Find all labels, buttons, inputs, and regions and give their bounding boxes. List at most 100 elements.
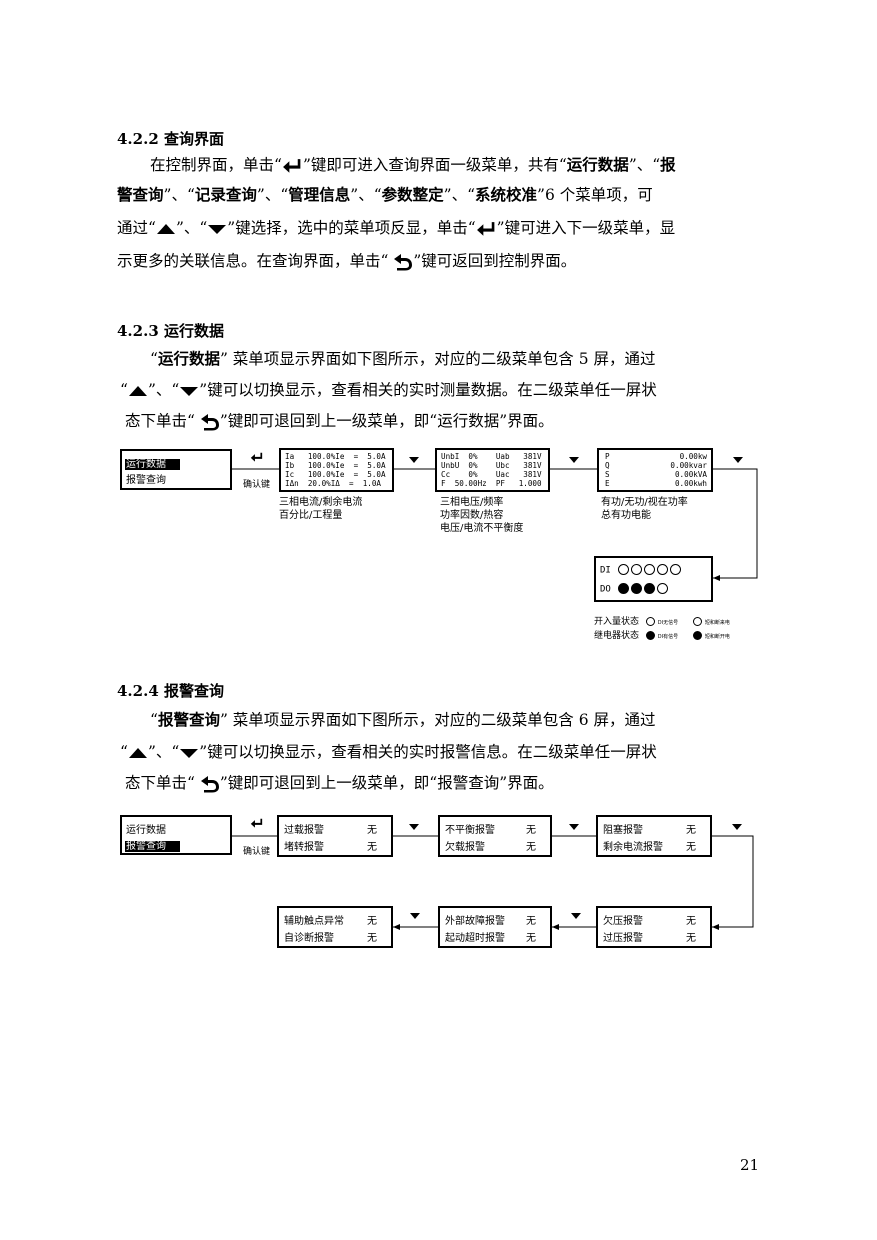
alarm-label: 过载报警 <box>284 825 324 836</box>
alarm-row: 阻塞报警无 <box>603 821 710 836</box>
alarm-label: 过压报警 <box>603 933 643 944</box>
alarm-row: 辅助触点异常 无 <box>284 912 391 927</box>
down-key-icon <box>207 223 227 235</box>
paragraph-4-2-4-line-1: “报警查询” 菜单项显示界面如下图所示，对应的二级菜单包含 6 屏，通过 <box>150 711 656 729</box>
alarm-row: 堵转报警 无 <box>284 838 391 853</box>
legend-open-circle <box>692 617 702 626</box>
alarm-row: 自诊断报警 无 <box>284 929 391 944</box>
paragraph-4-2-2-line-4: 示更多的关联信息。在查询界面，单击“ ”键可返回到控制界面。 <box>117 252 577 271</box>
legend-open-circle <box>645 617 655 626</box>
paragraph-4-2-2-line-2: 警查询”、“记录查询”、“管理信息”、“参数整定”、“系统校准”6 个菜单项，可 <box>117 186 653 204</box>
menu-item-alarm-query: 报警查询 <box>126 475 166 486</box>
caption-power: 有功/无功/视在功率总有功电能 <box>601 497 688 521</box>
alarm-screen-1: 过载报警无堵转报警无 <box>277 815 393 857</box>
menu-screen-run-data: 运行数据 报警查询 <box>120 449 232 490</box>
alarm-status: 无 <box>526 916 536 927</box>
back-key-icon <box>200 413 220 431</box>
paragraph-4-2-3-line-1: “运行数据” 菜单项显示界面如下图所示，对应的二级菜单包含 5 屏，通过 <box>150 350 656 368</box>
alarm-status: 无 <box>686 825 696 836</box>
enter-key-icon <box>250 818 264 829</box>
menu-item-alarm-query-selected: 报警查询 <box>125 841 180 852</box>
screen-three-phase-current: Ia 100.0%Ie = 5.0A Ib 100.0%Ie = 5.0A Ic… <box>279 448 394 492</box>
enter-key-caption: 确认键 <box>243 847 271 857</box>
alarm-row: 过载报警 无 <box>284 821 391 836</box>
legend-filled-circle <box>645 631 655 640</box>
alarm-row: 不平衡报警 无 <box>445 821 550 836</box>
di-off-indicator <box>644 564 656 575</box>
do-on-indicator <box>631 583 643 594</box>
section-heading-4-2-2: 4.2.2 查询界面 <box>117 130 224 148</box>
current-line-idn: IΔn 20.0%IΔ = 1.0A <box>285 479 382 488</box>
enter-key-icon <box>476 221 497 238</box>
alarm-label: 不平衡报警 <box>445 825 495 836</box>
alarm-label: 辅助触点异常 <box>284 916 344 927</box>
voltage-line-2: UnbU 0% Ubc 381V <box>441 461 542 470</box>
up-key-icon <box>128 747 148 759</box>
section-heading-4-2-3: 4.2.3 运行数据 <box>117 322 224 340</box>
paragraph-4-2-3-line-3: 态下单击“ ”键即可退回到上一级菜单，即“运行数据”界面。 <box>125 412 554 431</box>
do-off-indicator <box>657 583 669 594</box>
voltage-line-1: UnbI 0% Uab 381V <box>441 452 542 461</box>
paragraph-4-2-3-line-2: “”、“”键可以切换显示，查看相关的实时测量数据。在二级菜单任一屏状 <box>120 381 657 399</box>
alarm-row: 剩余电流报警 无 <box>603 838 710 853</box>
alarm-status: 无 <box>686 842 696 853</box>
page-number: 21 <box>740 1156 760 1174</box>
alarm-status: 无 <box>367 916 377 927</box>
caption-voltage: 三相电压/频率功率因数/热容电压/电流不平衡度 <box>440 497 524 534</box>
paragraph-4-2-2-line-1: 在控制界面，单击“”键即可进入查询界面一级菜单，共有“运行数据”、“报 <box>150 156 676 175</box>
alarm-screen-3: 阻塞报警无剩余电流报警 无 <box>596 815 712 857</box>
menu-item-run-data-selected: 运行数据 <box>125 459 180 470</box>
alarm-screen-4: 欠压报警无过压报警无 <box>596 906 712 948</box>
alarm-label: 欠压报警 <box>603 916 643 927</box>
do-row: DO <box>600 583 670 595</box>
alarm-status: 无 <box>526 825 536 836</box>
screen-three-phase-voltage: UnbI 0% Uab 381V UnbU 0% Ubc 381V Cc 0% … <box>435 448 550 492</box>
alarm-label: 堵转报警 <box>284 842 324 853</box>
alarm-status: 无 <box>367 842 377 853</box>
back-key-icon <box>200 775 220 793</box>
do-on-indicator <box>644 583 656 594</box>
alarm-label: 剩余电流报警 <box>603 842 663 853</box>
alarm-row: 外部故障报警 无 <box>445 912 550 927</box>
menu-item-run-data: 运行数据 <box>126 825 166 836</box>
legend-row-di: 开入量状态 DI无信号 短和断来电 <box>594 617 730 627</box>
enter-key-icon <box>250 452 264 463</box>
paragraph-4-2-2-line-3: 通过“”、“”键选择，选中的菜单项反显，单击“”键可进入下一级菜单，显 <box>117 219 676 238</box>
voltage-line-3: Cc 0% Uac 381V <box>441 470 542 479</box>
di-off-indicator <box>631 564 643 575</box>
current-line-ib: Ib 100.0%Ie = 5.0A <box>285 461 386 470</box>
back-key-icon <box>393 253 413 271</box>
alarm-row: 欠压报警 无 <box>603 912 710 927</box>
paragraph-4-2-4-line-2: “”、“”键可以切换显示，查看相关的实时报警信息。在二级菜单任一屏状 <box>120 743 657 761</box>
di-off-indicator <box>657 564 669 575</box>
alarm-label: 起动超时报警 <box>445 933 505 944</box>
legend-filled-circle <box>692 631 702 640</box>
alarm-status: 无 <box>686 916 696 927</box>
current-line-ic: Ic 100.0%Ie = 5.0A <box>285 470 386 479</box>
alarm-label: 自诊断报警 <box>284 933 334 944</box>
voltage-line-4: F 50.00Hz PF 1.000 <box>441 479 542 488</box>
alarm-screen-6: 辅助触点异常无自诊断报警无 <box>277 906 393 948</box>
alarm-status: 无 <box>367 933 377 944</box>
alarm-status: 无 <box>686 933 696 944</box>
alarm-row: 欠载报警 无 <box>445 838 550 853</box>
caption-current: 三相电流/剩余电流百分比/工程量 <box>279 497 363 521</box>
alarm-label: 欠载报警 <box>445 842 485 853</box>
alarm-screen-5: 外部故障报警 无起动超时报警无 <box>438 906 552 948</box>
alarm-row: 起动超时报警无 <box>445 929 550 944</box>
paragraph-4-2-4-line-3: 态下单击“ ”键即可退回到上一级菜单，即“报警查询”界面。 <box>125 774 554 793</box>
alarm-status: 无 <box>526 842 536 853</box>
down-key-icon <box>179 385 199 397</box>
down-key-icon <box>179 747 199 759</box>
current-line-ia: Ia 100.0%Ie = 5.0A <box>285 452 386 461</box>
alarm-label: 外部故障报警 <box>445 916 505 927</box>
screen-dio-status: DI DO <box>594 556 713 602</box>
enter-key-icon <box>282 158 303 175</box>
alarm-status: 无 <box>367 825 377 836</box>
up-key-icon <box>128 385 148 397</box>
